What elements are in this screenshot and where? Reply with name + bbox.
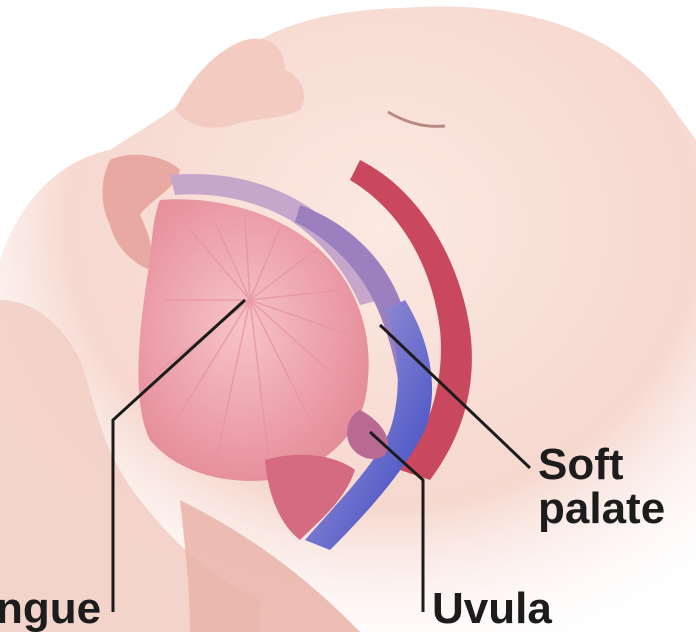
soft-palate-label-line2: palate [538, 486, 665, 532]
soft-palate-label-line1: Soft [538, 442, 624, 488]
uvula-label: Uvula [432, 586, 552, 632]
tongue-label: ngue [0, 586, 101, 632]
